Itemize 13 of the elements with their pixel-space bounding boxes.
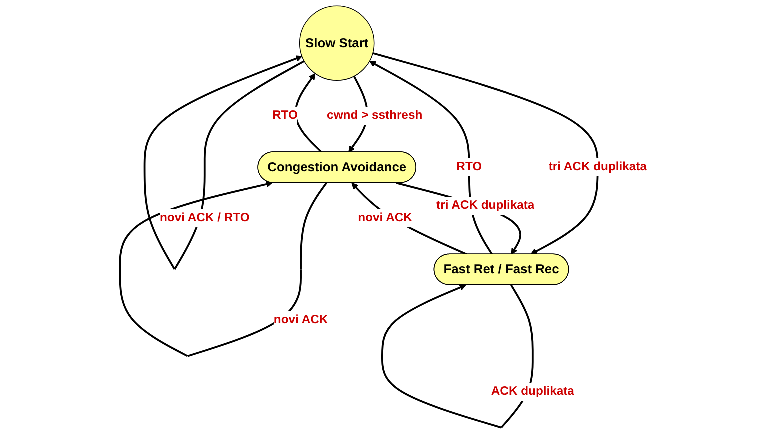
arrow [369, 61, 493, 256]
arrow [119, 181, 328, 358]
arrow [352, 182, 468, 256]
edge-label: tri ACK duplikata [436, 199, 535, 212]
edge-label: novi ACK / RTO [160, 212, 250, 225]
edge-label: tri ACK duplikata [548, 160, 647, 174]
edge-label: novi ACK [274, 314, 328, 327]
edge-label: novi ACK [358, 212, 412, 225]
node-circle: Slow Start [299, 6, 375, 81]
edge-label: ACK duplikata [491, 385, 574, 398]
edge-label: RTO [272, 109, 298, 122]
edge-label: cwnd > ssthresh [327, 109, 423, 122]
edge-label: RTO [456, 160, 482, 174]
